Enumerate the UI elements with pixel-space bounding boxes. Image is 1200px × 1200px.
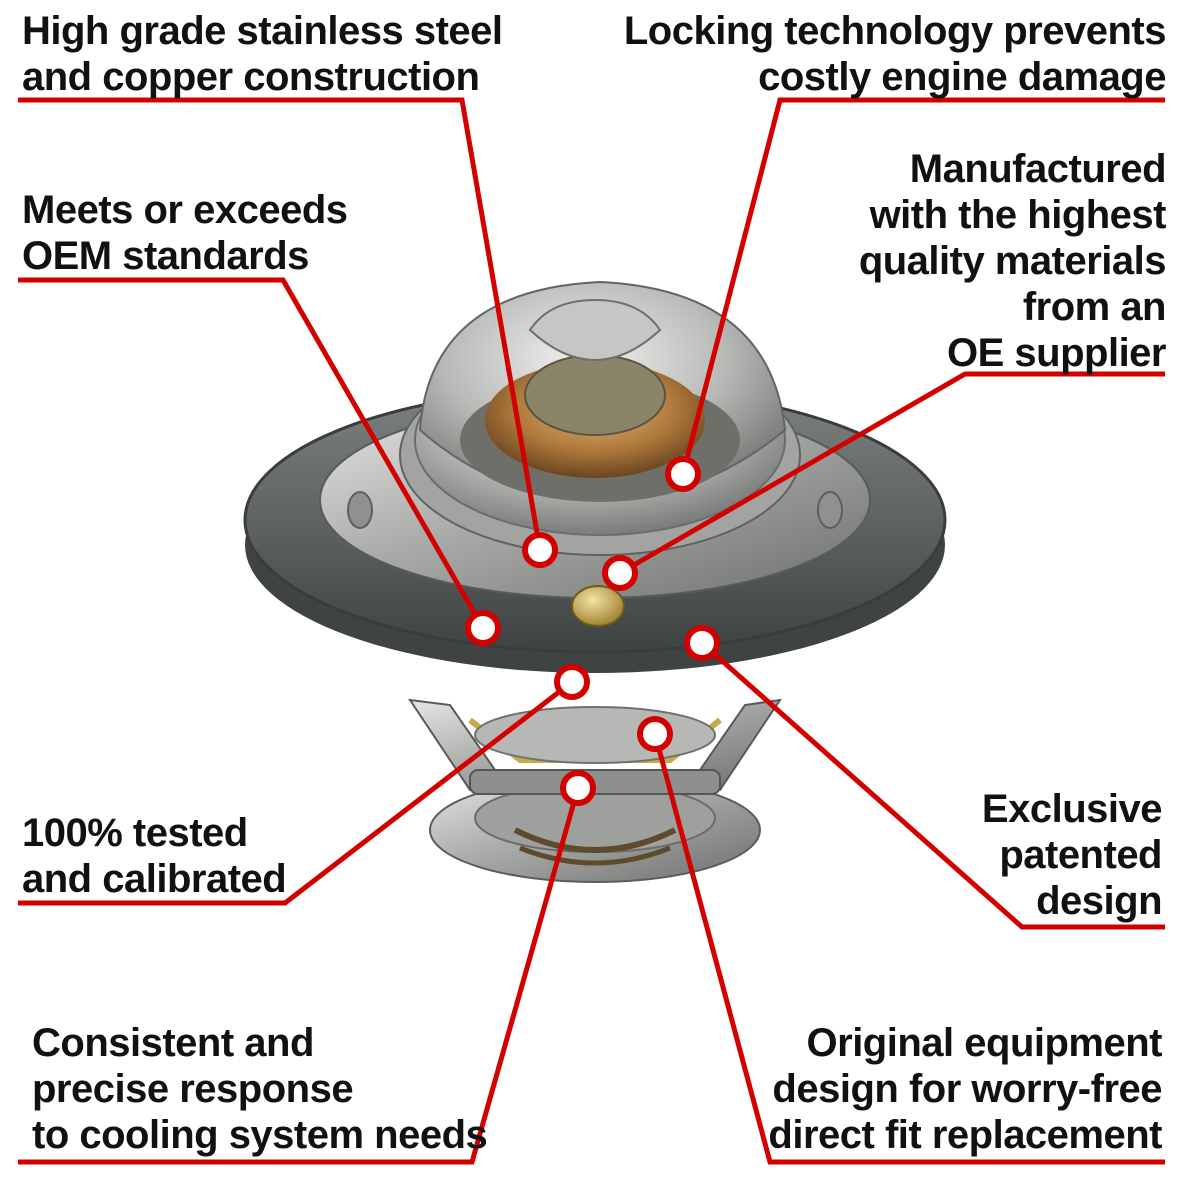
callout-manufactured-line: from an	[1022, 285, 1167, 329]
callout-exclusive: Exclusive patented design	[981, 786, 1163, 924]
callout-markers	[465, 456, 720, 806]
callout-oem-line: OEM standards	[22, 234, 309, 278]
callout-stainless: High grade stainless steel and copper co…	[22, 8, 503, 100]
callout-consistent: Consistent and precise response to cooli…	[32, 1020, 488, 1158]
callout-consistent-line: to cooling system needs	[32, 1113, 488, 1157]
callout-marker-tested	[554, 664, 590, 700]
callout-manufactured-line: OE supplier	[947, 331, 1167, 375]
callout-tested-line: 100% tested	[22, 811, 248, 855]
callout-original-line: design for worry-free	[772, 1067, 1162, 1111]
callout-line-exclusive	[700, 641, 1165, 930]
callout-marker-oem	[465, 610, 501, 646]
callout-manufactured: Manufactured with the highest quality ma…	[858, 146, 1167, 376]
callout-consistent-line: Consistent and	[32, 1021, 314, 1065]
callout-stainless-line: High grade stainless steel	[22, 9, 503, 53]
callout-line-stainless	[18, 97, 543, 551]
callout-locking: Locking technology prevents costly engin…	[623, 8, 1167, 100]
callout-line-tested	[18, 680, 574, 906]
callout-marker-consistent	[560, 770, 596, 806]
callout-marker-locking	[665, 456, 701, 492]
callout-line-oem	[18, 277, 486, 630]
callout-marker-manufactured	[602, 555, 638, 591]
callout-line-locking	[680, 97, 1165, 475]
callout-locking-line: costly engine damage	[758, 55, 1166, 99]
callout-consistent-line: precise response	[32, 1067, 354, 1111]
callout-line-original	[652, 733, 1165, 1165]
callout-manufactured-line: Manufactured	[909, 147, 1167, 191]
callout-line-consistent	[18, 787, 581, 1165]
callout-locking-line: Locking technology prevents	[623, 9, 1167, 53]
callout-tested: 100% tested and calibrated	[22, 810, 287, 902]
callout-original-line: Original equipment	[806, 1021, 1163, 1065]
callout-exclusive-line: Exclusive	[981, 787, 1163, 831]
callout-manufactured-line: quality materials	[858, 239, 1167, 283]
callout-marker-original	[637, 716, 673, 752]
callout-stainless-line: and copper construction	[22, 55, 480, 99]
callout-marker-exclusive	[684, 625, 720, 661]
callout-lines	[18, 97, 1165, 1165]
callout-exclusive-line: patented	[999, 833, 1162, 877]
callout-oem-line: Meets or exceeds	[22, 188, 348, 232]
callout-exclusive-line: design	[1036, 879, 1162, 923]
callout-original: Original equipment design for worry-free…	[768, 1020, 1162, 1158]
callout-marker-stainless	[522, 532, 558, 568]
callout-oem: Meets or exceeds OEM standards	[22, 187, 348, 279]
callout-manufactured-line: with the highest	[869, 193, 1167, 237]
callout-tested-line: and calibrated	[22, 857, 287, 901]
callout-original-line: direct fit replacement	[768, 1113, 1162, 1157]
callout-line-manufactured	[618, 371, 1165, 576]
